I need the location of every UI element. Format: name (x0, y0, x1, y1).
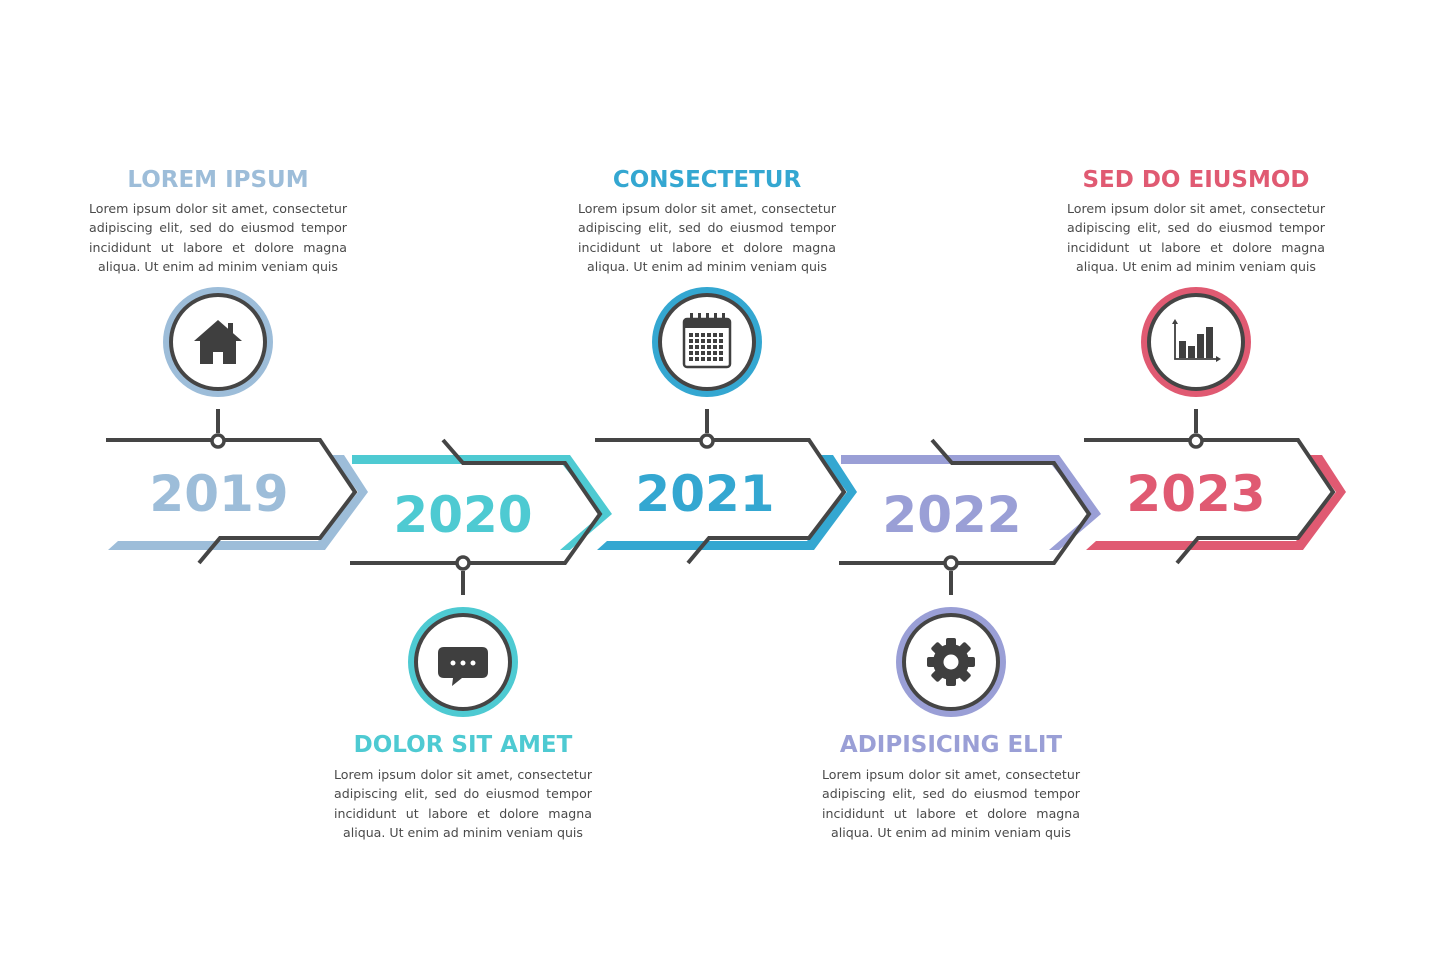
arrow-outline (350, 438, 603, 565)
timeline-step-2022: 2022 ADIPISICING ELIT (839, 438, 1101, 758)
gear-icon (927, 638, 975, 686)
step-description-2019: Lorem ipsum dolor sit amet, consectetur … (89, 201, 347, 275)
step-description-2023: Lorem ipsum dolor sit amet, consectetur … (1067, 201, 1325, 275)
step-description-2022: Lorem ipsum dolor sit amet, consectetur … (822, 767, 1080, 841)
connector-dot (943, 555, 959, 571)
step-description-2021: Lorem ipsum dolor sit amet, consectetur … (578, 201, 836, 275)
timeline-step-2021: 2021 CONSECTETUR (595, 167, 857, 565)
connector-dot (1188, 433, 1204, 449)
arrow-outline (839, 438, 1092, 565)
year-label: 2021 (635, 465, 774, 523)
step-title: DOLOR SIT AMET (354, 732, 573, 758)
step-title: LOREM IPSUM (127, 167, 308, 193)
arrow-outline (595, 438, 847, 565)
arrow-outline (1084, 438, 1336, 565)
connector-dot (210, 433, 226, 449)
year-label: 2022 (882, 486, 1021, 544)
icon-circle (1147, 293, 1245, 391)
timeline-step-2019: 2019 LOREM IPSUM (106, 167, 368, 565)
arrow-outline (106, 438, 358, 565)
connector-dot (699, 433, 715, 449)
timeline-step-2023: 2023 SED DO EIUSMOD (1082, 167, 1346, 565)
year-label: 2019 (149, 465, 288, 523)
year-label: 2020 (393, 486, 532, 544)
step-title: SED DO EIUSMOD (1082, 167, 1309, 193)
step-description-2020: Lorem ipsum dolor sit amet, consectetur … (334, 767, 592, 841)
connector-dot (455, 555, 471, 571)
arrow-accent (1086, 455, 1346, 550)
step-title: ADIPISICING ELIT (840, 732, 1062, 758)
arrow-accent (108, 455, 368, 550)
step-title: CONSECTETUR (613, 167, 802, 193)
arrow-accent (597, 455, 857, 550)
timeline-step-2020: 2020 DOLOR SIT AMET (350, 438, 612, 758)
year-label: 2023 (1126, 465, 1265, 523)
